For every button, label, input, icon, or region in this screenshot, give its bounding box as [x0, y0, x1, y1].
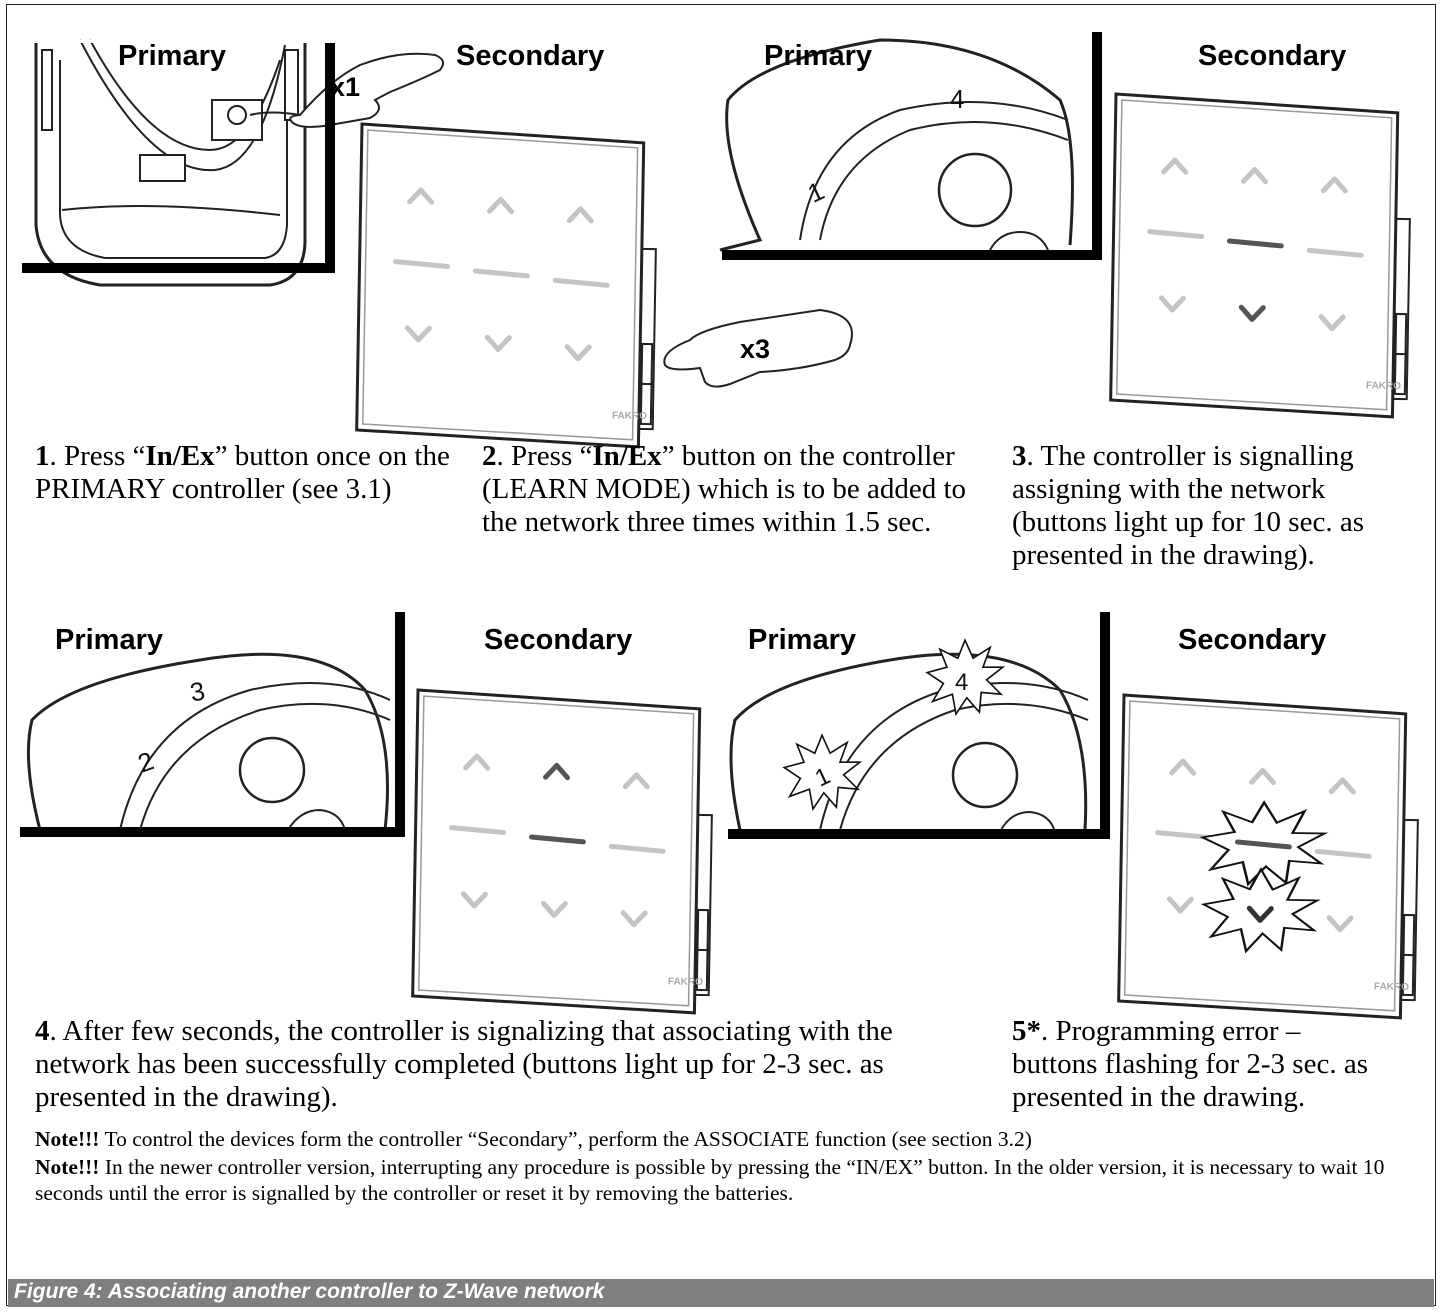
secondary-panel-scene1: FAKRO [354, 122, 660, 449]
press-count-label: x3 [740, 334, 771, 364]
primary-number: 4 [950, 84, 964, 114]
primary-device-scene4 [20, 612, 405, 837]
note-associate: Note!!! To control the devices form the … [35, 1127, 1032, 1151]
label-secondary: Secondary [484, 624, 633, 656]
step-5-caption: 5*. Programming error – buttons flashing… [1012, 1015, 1368, 1113]
label-primary: Primary [118, 40, 227, 72]
step-2-caption: 2. Press “In/Ex” button on the controlle… [482, 440, 967, 538]
press-count-label: x1 [330, 72, 361, 102]
label-primary: Primary [748, 624, 857, 656]
primary-device-scene2 [719, 32, 1102, 260]
label-primary: Primary [55, 624, 164, 656]
secondary-panel-scene5: FAKRO [1116, 693, 1422, 1020]
brand-logo: FAKRO [612, 410, 647, 422]
figure-caption-bar: Figure 4: Associating another controller… [8, 1279, 1434, 1307]
step-4-caption: 4. After few seconds, the controller is … [35, 1015, 893, 1113]
label-secondary: Secondary [1198, 40, 1347, 72]
primary-device-scene1 [22, 39, 445, 287]
label-secondary: Secondary [1178, 624, 1327, 656]
figure-caption: Figure 4: Associating another controller… [14, 1280, 605, 1303]
step-1-caption: 1. Press “In/Ex” button once on the PRIM… [35, 440, 450, 505]
primary-number: 4 [955, 669, 968, 696]
label-primary: Primary [764, 40, 873, 72]
step-3-caption: 3. The controller is signalling assignin… [1012, 440, 1364, 571]
label-secondary: Secondary [456, 40, 605, 72]
svg-text:FAKRO: FAKRO [1366, 380, 1401, 392]
svg-text:FAKRO: FAKRO [668, 976, 703, 988]
secondary-panel-scene4: FAKRO [410, 688, 716, 1015]
primary-number: 3 [188, 675, 207, 707]
svg-text:FAKRO: FAKRO [1374, 981, 1409, 993]
secondary-panel-scene3: FAKRO [1108, 92, 1414, 419]
note-interrupt: Note!!! In the newer controller version,… [35, 1155, 1385, 1205]
hand-scene1 [663, 308, 853, 388]
